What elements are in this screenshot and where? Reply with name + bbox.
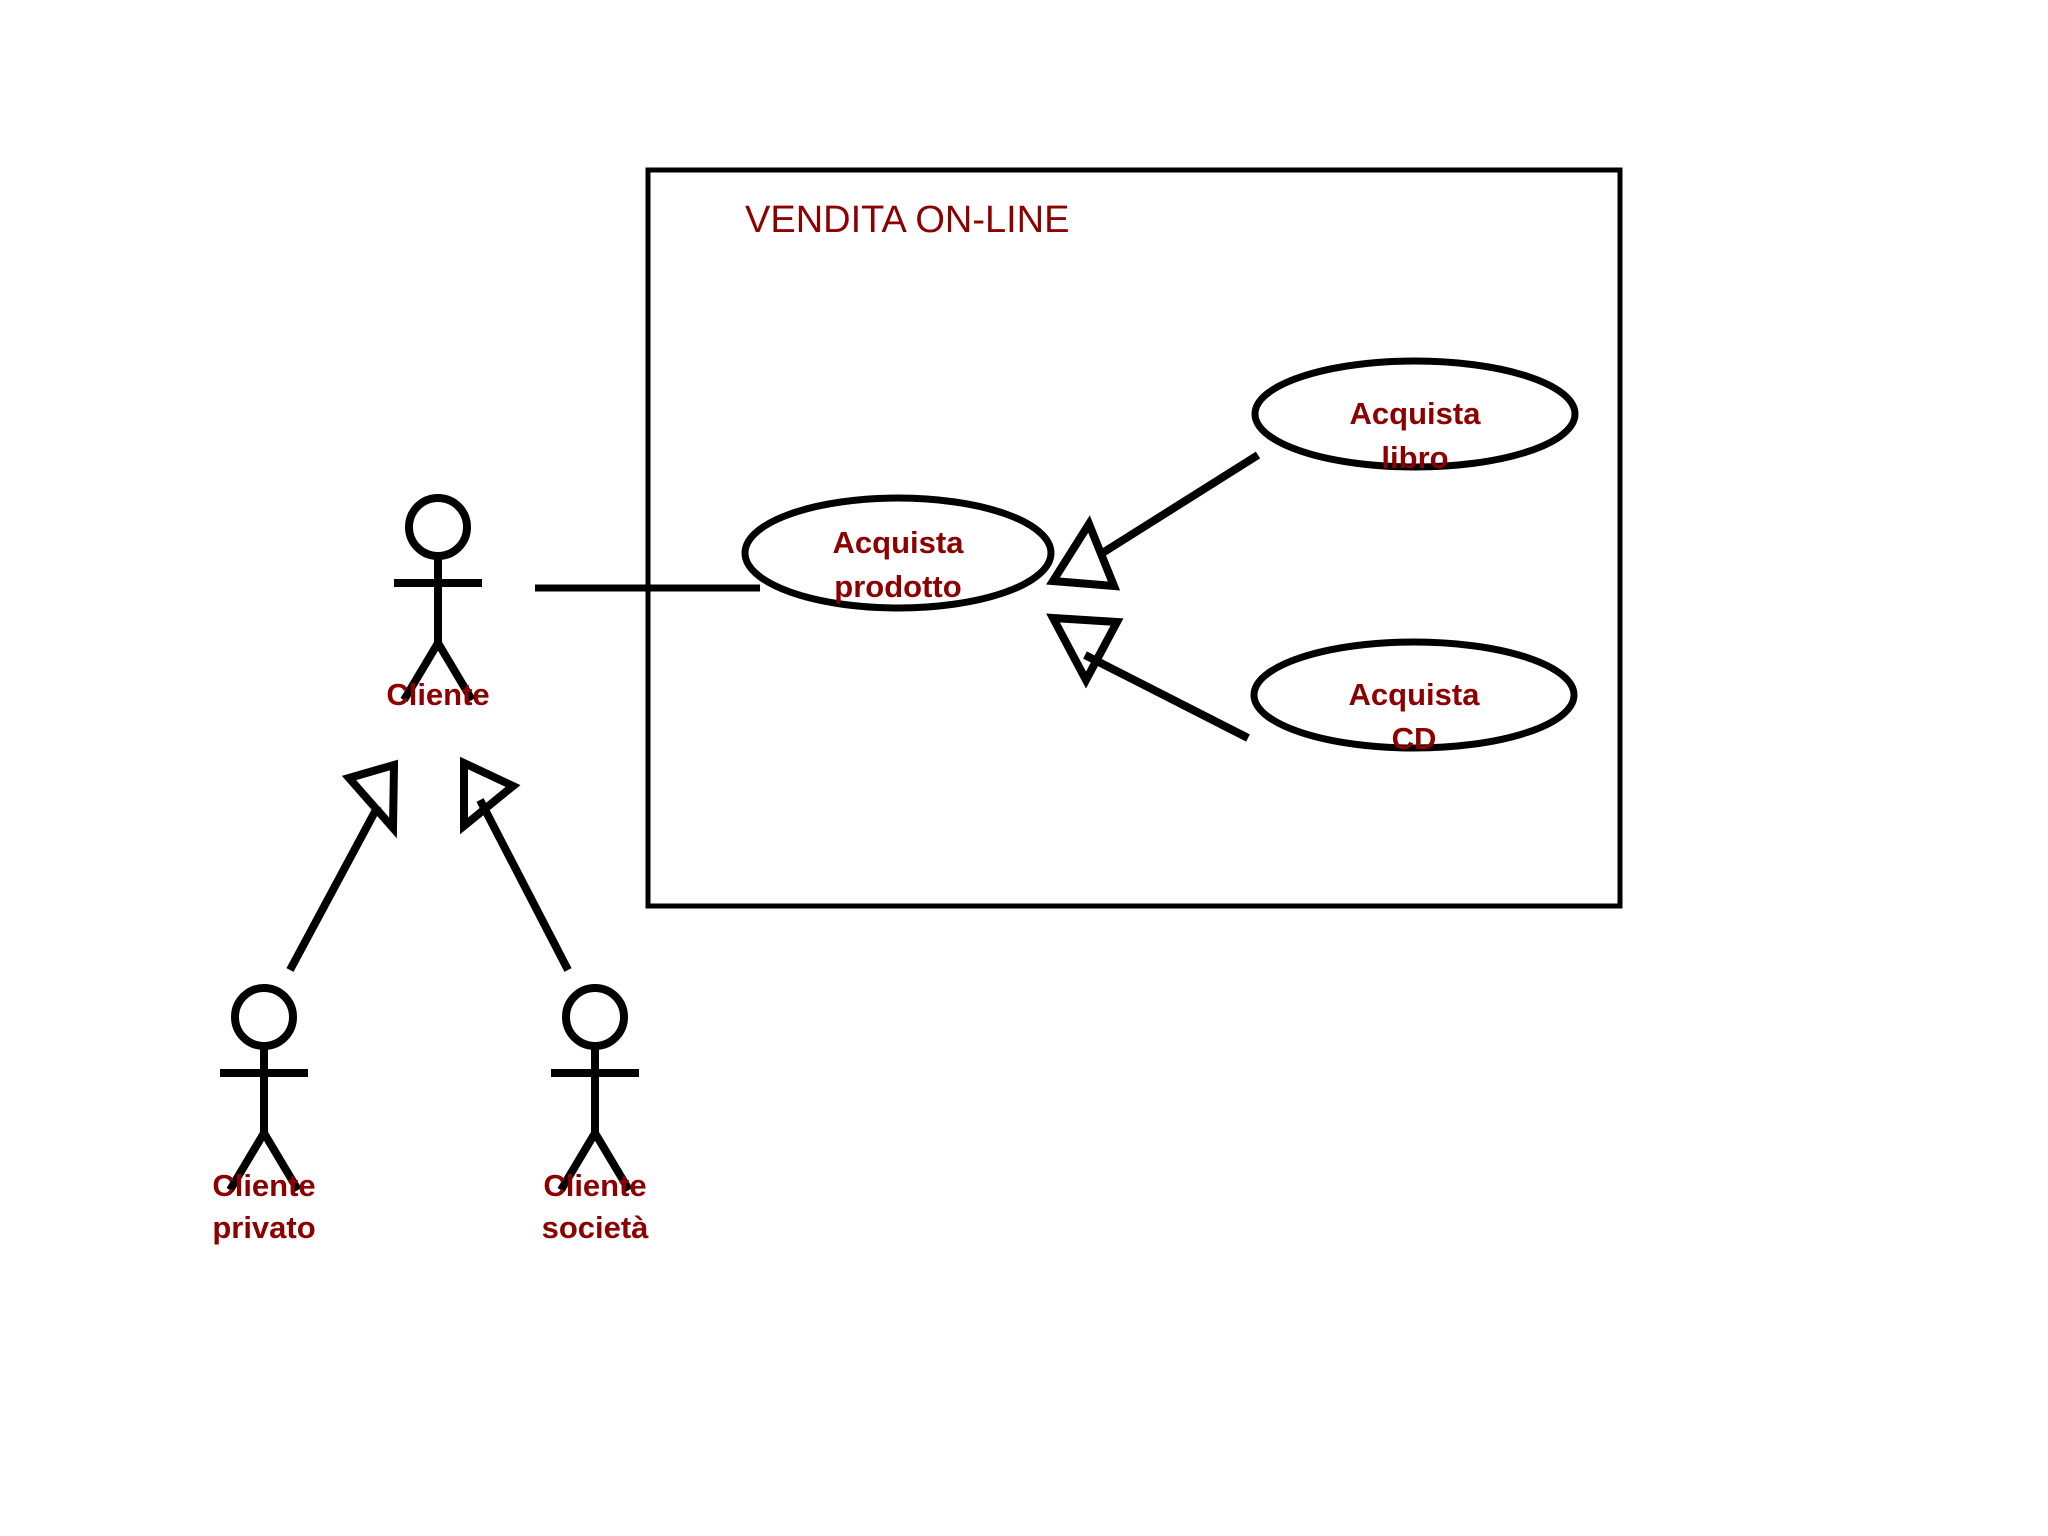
generalization-line-privato-cliente bbox=[286, 804, 382, 972]
generalization-arrow-privato-cliente bbox=[341, 759, 399, 839]
actor-cliente[interactable]: Cliente bbox=[386, 494, 490, 712]
actor-head bbox=[231, 984, 297, 1050]
use-case-acquista-prodotto[interactable]: Acquista prodotto bbox=[741, 494, 1055, 612]
actor-head bbox=[405, 494, 471, 560]
use-case-acquista-libro[interactable]: Acquista libro bbox=[1251, 357, 1579, 475]
actor-label-line2: società bbox=[542, 1210, 650, 1245]
generalization-line-cd-prodotto bbox=[1083, 651, 1250, 742]
actor-head bbox=[562, 984, 628, 1050]
actor-leg-left bbox=[226, 1130, 268, 1193]
use-case-label-line1: Acquista bbox=[833, 525, 965, 560]
use-case-ellipse bbox=[741, 494, 1055, 612]
actor-leg-right bbox=[591, 1130, 633, 1193]
actor-label-line1: Cliente bbox=[212, 1168, 315, 1203]
use-case-ellipse bbox=[1250, 638, 1578, 752]
use-case-label-line1: Acquista bbox=[1350, 396, 1482, 431]
actor-cliente-societa[interactable]: Cliente società bbox=[542, 984, 650, 1245]
actor-label-line2: privato bbox=[212, 1210, 315, 1245]
generalization-line-societa-cliente bbox=[476, 798, 572, 972]
use-case-label-line2: CD bbox=[1392, 721, 1437, 756]
use-case-label-line2: prodotto bbox=[834, 569, 961, 604]
system-boundary-title: VENDITA ON-LINE bbox=[745, 199, 1069, 241]
use-case-acquista-cd[interactable]: Acquista CD bbox=[1250, 638, 1578, 756]
actor-label-line1: Cliente bbox=[386, 677, 489, 712]
generalization-arrow-societa-cliente bbox=[460, 756, 521, 835]
actor-label-line1: Cliente bbox=[543, 1168, 646, 1203]
actor-cliente-privato[interactable]: Cliente privato bbox=[212, 984, 316, 1245]
use-case-ellipse bbox=[1251, 357, 1579, 471]
generalization-arrow-libro-prodotto bbox=[1046, 515, 1121, 591]
actor-leg-left bbox=[400, 640, 442, 703]
system-boundary-box bbox=[645, 167, 1623, 909]
use-case-label-line1: Acquista bbox=[1349, 677, 1481, 712]
actor-leg-right bbox=[434, 640, 476, 703]
generalization-arrow-cd-prodotto bbox=[1046, 613, 1124, 689]
generalization-line-libro-prodotto bbox=[1101, 451, 1261, 556]
actor-leg-right bbox=[260, 1130, 302, 1193]
actor-leg-left bbox=[557, 1130, 599, 1193]
use-case-label-line2: libro bbox=[1381, 440, 1448, 475]
